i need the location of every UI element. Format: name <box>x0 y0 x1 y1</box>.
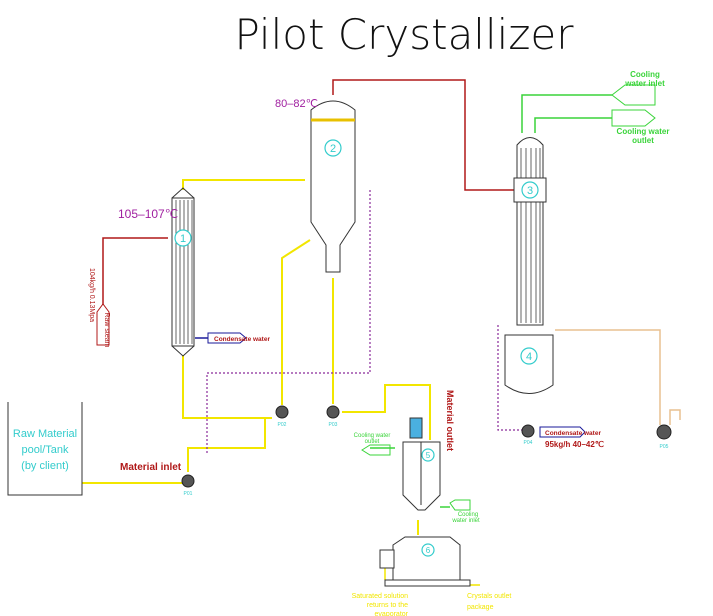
condensate-box-1 <box>207 332 247 344</box>
svg-text:6: 6 <box>426 546 431 555</box>
cooling-water-inlet-label: Cooling <box>630 70 660 79</box>
svg-text:P04: P04 <box>524 440 533 446</box>
cooling-water-outlet-label: Cooling water <box>617 127 670 136</box>
svg-text:Condensate water: Condensate water <box>214 336 270 343</box>
cooling-water-inlet-3-box <box>611 84 656 106</box>
material-outlet-label: Material outlet <box>445 390 455 451</box>
svg-text:P02: P02 <box>278 422 287 428</box>
svg-text:Condensate water: Condensate water <box>545 430 601 437</box>
svg-text:5: 5 <box>426 451 431 460</box>
steam-lines <box>102 79 515 305</box>
crystallizer-5 <box>402 417 441 511</box>
svg-text:3: 3 <box>527 185 533 197</box>
material-inlet-label: Material inlet <box>120 462 182 473</box>
condensate-temp: 95kg/h 40–42℃ <box>545 440 604 449</box>
svg-text:2: 2 <box>330 143 336 155</box>
evaporator-temp: 105–107℃ <box>118 207 178 221</box>
page-title: Pilot Crystallizer <box>234 10 574 59</box>
raw-material-tank <box>7 402 83 496</box>
svg-text:1: 1 <box>180 233 186 245</box>
svg-text:P01: P01 <box>184 491 193 497</box>
steam-flow-label: 104kg/h 0.13Mpa <box>88 268 95 322</box>
separator-2 <box>310 100 356 273</box>
svg-text:P05: P05 <box>660 444 669 450</box>
svg-text:P03: P03 <box>329 422 338 428</box>
svg-text:4: 4 <box>526 351 532 363</box>
raw-steam-label: Raw steam <box>103 312 110 347</box>
product-line <box>555 329 661 425</box>
equipment-numbers <box>174 139 539 557</box>
cooling-water-outlet-3-box <box>611 109 656 127</box>
raw-steam-box <box>96 303 110 346</box>
material-lines <box>82 179 480 586</box>
pumps <box>181 405 672 488</box>
separator-temp: 80–82℃ <box>275 98 318 110</box>
condenser-3 <box>513 137 547 326</box>
cooling-lines <box>370 94 612 508</box>
centrifuge-6 <box>379 536 471 587</box>
condensate-box-4 <box>539 426 586 438</box>
vacuum-lines <box>206 190 523 453</box>
